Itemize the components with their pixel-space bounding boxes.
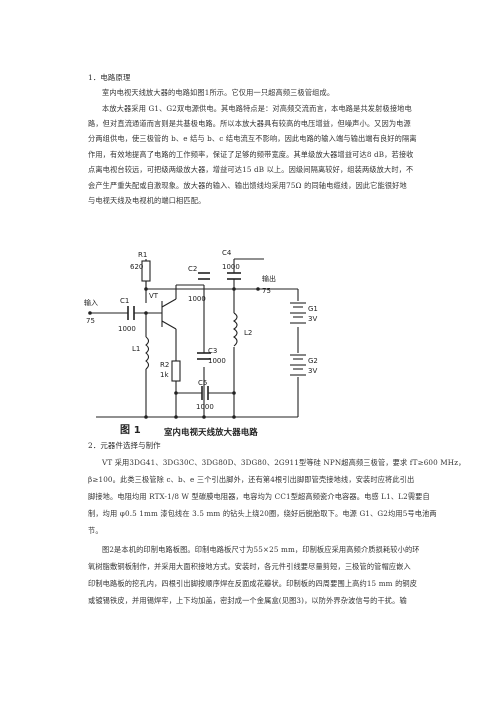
r2-value: 1k <box>160 371 169 379</box>
g1-voltage: 3V <box>308 315 317 323</box>
paragraph-line: 作用，有效地提高了电路的工作频率，保证了足够的频带宽度。其单级放大器增益可达8 … <box>88 150 414 159</box>
circuit-diagram: 输入 75 VT R1 620 R2 1k C1 1000 C2 1000 C3… <box>84 249 318 419</box>
paragraph-line: 点离电视台较远，可把级两级放大器，增益可达15 dB 以上。因级间隔离较好，组装… <box>88 165 414 174</box>
section-2-title: 2．元器件选择与制作 <box>88 441 161 450</box>
paragraph-line: 制，均用 φ0.5 1mm 漆包线在 3.5 mm 的钻头上绕20圈，绕好后脱胎… <box>88 509 437 518</box>
c4-value: 1000 <box>222 263 240 271</box>
paragraph-line: 分两组供电，使三极管的 b、e 结与 b、c 结电流互不影响，因此电路的输入端与… <box>88 134 417 143</box>
c2-value: 1000 <box>188 295 206 303</box>
g1-label: G1 <box>308 305 318 313</box>
paragraph-line: 本放大器采用 G1、G2双电源供电。其电路特点是：对高频交流而言，本电路是共发射… <box>102 104 412 113</box>
c1-label: C1 <box>120 297 129 305</box>
input-impedance: 75 <box>86 317 95 325</box>
r2-label: R2 <box>160 361 169 369</box>
l1-label: L1 <box>132 345 140 353</box>
paragraph-line: β≥100。此类三极管除 c、b、e 三个引出脚外，还有第4根引出脚即管壳接地线… <box>88 475 415 484</box>
g2-label: G2 <box>308 357 318 365</box>
r1-label: R1 <box>138 251 147 259</box>
output-label: 输出 <box>262 274 276 283</box>
figure-caption-number: 图 1 <box>120 425 141 436</box>
c1-value: 1000 <box>118 325 136 333</box>
paragraph-line: 印制电路板的挖孔内，四根引出脚按顺序焊在反面成花瓣状。印制板的四周要围上高约15… <box>88 579 418 588</box>
c3-value: 1000 <box>208 357 226 365</box>
c3-label: C3 <box>208 347 217 355</box>
paragraph-line: 室内电视天线放大器的电路如图1所示。它仅用一只超高频三极管组成。 <box>102 88 335 97</box>
vt-label: VT <box>149 292 159 300</box>
paragraph-line: 与电视天线及电视机的端口相匹配。 <box>88 196 206 205</box>
paragraph-line: 会产生严重失配或自激现象。放大器的输入、输出馈线均采用75Ω 的同轴电缆线，因此… <box>88 181 407 190</box>
paragraph-line: VT 采用3DG41、3DG30C、3DG80D、3DG80、2G911型等硅 … <box>102 458 466 467</box>
paragraph-line: 或镀锡铁皮，并用锡焊牢，上下均加盖，密封成一个金属盒(见图3)，以防外界杂波信号… <box>88 596 407 605</box>
paragraph-line: 节。 <box>88 526 103 535</box>
paragraph-line: 氧树脂敷铜板制作，并采用大面积接地方式。安装时，各元件引线要尽量剪短，三极管的管… <box>88 562 411 571</box>
l2-label: L2 <box>244 329 252 337</box>
figure-caption-text: 室内电视天线放大器电路 <box>164 427 258 437</box>
output-impedance: 75 <box>262 287 271 295</box>
g2-voltage: 3V <box>308 367 317 375</box>
paragraph-line: 脚接地。电阻均用 RTX-1/8 W 型碳膜电阻器，电容均为 CC1型超高频瓷介… <box>88 492 430 501</box>
paragraph-line: 图2是本机的印制电路板图。印制电路板尺寸为55×25 mm，印制板应采用高频介质… <box>102 545 420 554</box>
c4-label: C4 <box>222 249 232 257</box>
c2-label: C2 <box>188 265 197 273</box>
section-1-title: 1．电路原理 <box>88 73 131 82</box>
paragraph-line: 路，但对直流通道而言则是共基极电路。所以本放大器具有较高的电压增益，但噪声小。又… <box>88 119 411 128</box>
input-label: 输入 <box>84 298 98 307</box>
c5-label: C5 <box>198 379 207 387</box>
c5-value: 1000 <box>196 403 214 411</box>
r1-value: 620 <box>130 263 143 271</box>
